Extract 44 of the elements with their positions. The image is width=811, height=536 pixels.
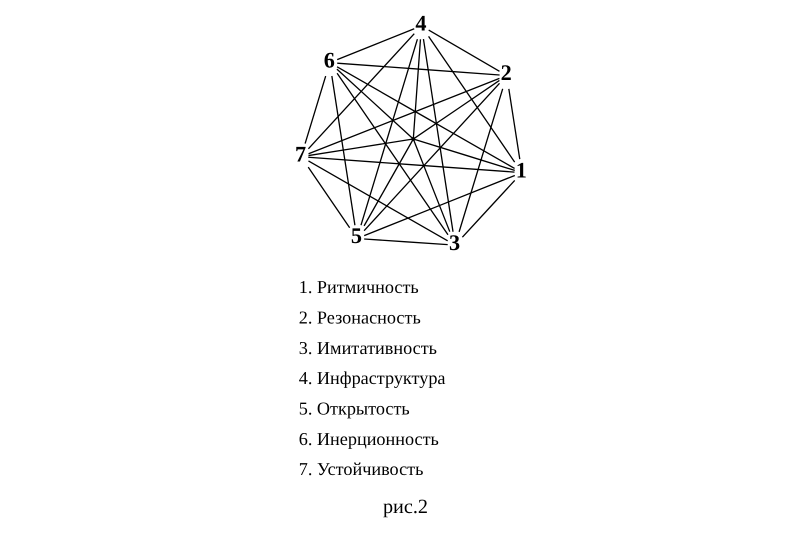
- label: 4. Инфраструктура: [298, 368, 446, 388]
- label: 1. Ритмичность: [298, 277, 419, 298]
- connector: [336, 66, 515, 170]
- connector: [364, 174, 516, 236]
- node-text: 6: [324, 47, 335, 72]
- connector: [364, 140, 414, 226]
- node-text: 2: [500, 60, 512, 86]
- connector: [336, 68, 412, 138]
- label: 6. Инерционность: [298, 428, 439, 449]
- caption: рис.2: [382, 496, 428, 518]
- connector: [422, 38, 454, 232]
- connector: [364, 238, 448, 246]
- connector: [414, 138, 515, 172]
- connector: [308, 138, 412, 156]
- connector: [364, 82, 500, 232]
- connector: [304, 76, 326, 144]
- connector: [337, 62, 500, 76]
- connector: [412, 39, 422, 138]
- node-text: 4: [415, 10, 426, 36]
- connector: [308, 160, 448, 242]
- node-text: 3: [449, 230, 460, 255]
- label: 3. Имитативность: [298, 338, 437, 358]
- node-circle: [411, 137, 416, 141]
- connector: [331, 76, 356, 226]
- connector: [308, 78, 500, 154]
- connector: [428, 36, 516, 162]
- connector: [308, 166, 350, 228]
- connector: [336, 28, 414, 60]
- connector: [308, 156, 515, 173]
- connector: [414, 80, 500, 138]
- label: 5. Открытость: [298, 398, 410, 418]
- connector: [428, 30, 500, 72]
- node-text: 7: [295, 141, 306, 166]
- connector: [360, 38, 418, 226]
- connector: [508, 88, 520, 160]
- connector: [336, 72, 449, 236]
- connector: [462, 180, 516, 238]
- node-text: 5: [350, 223, 362, 248]
- label: 7. Устойчивость: [298, 459, 424, 480]
- connector: [413, 140, 450, 232]
- connector: [308, 33, 415, 150]
- label: 2. Резонасность: [298, 307, 421, 328]
- connector: [458, 88, 504, 232]
- node-text: 1: [516, 157, 527, 182]
